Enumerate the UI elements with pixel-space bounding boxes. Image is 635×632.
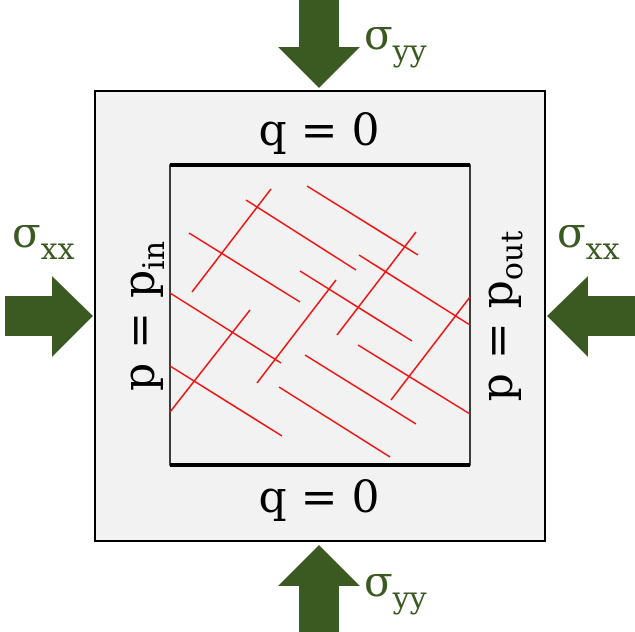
fracture [169, 309, 251, 413]
sigma-yy-top-label: σyy [364, 10, 427, 69]
fracture [169, 292, 282, 364]
right-boundary-label: p = pout [472, 231, 530, 402]
sigma-yy-subscript: yy [392, 581, 427, 616]
fracture [188, 232, 301, 303]
left-load-arrow [5, 276, 93, 357]
bottom-boundary-label: q = 0 [259, 472, 380, 523]
fracture [358, 254, 471, 326]
inner-domain [169, 164, 471, 466]
sigma-symbol: σ [364, 557, 393, 606]
sigma-xx-subscript: xx [41, 232, 75, 267]
sigma-yy-bottom-label: σyy [364, 557, 427, 616]
left-boundary-text: p = [114, 298, 165, 391]
sigma-symbol: σ [557, 208, 586, 257]
right-boundary-text: p = [472, 308, 523, 401]
fracture [336, 231, 417, 336]
fracture [304, 354, 417, 425]
fracture [245, 199, 357, 271]
fracture [278, 386, 391, 458]
fracture [390, 296, 471, 401]
fracture [256, 279, 337, 384]
sigma-yy-subscript: yy [392, 34, 427, 69]
right-load-arrow [547, 276, 635, 357]
sigma-symbol: σ [12, 208, 41, 257]
fracture-network [169, 185, 471, 458]
p-symbol: p [472, 280, 523, 308]
fracture [169, 365, 283, 437]
sigma-xx-left-label: σxx [12, 208, 75, 267]
bottom-load-arrow [278, 545, 360, 632]
fracture [299, 270, 413, 342]
left-boundary-label: p = pin [114, 241, 172, 391]
left-boundary-subscript: in [137, 241, 172, 270]
sigma-xx-right-label: σxx [557, 208, 620, 267]
fracture [191, 188, 272, 293]
fracture [306, 185, 419, 256]
right-boundary-subscript: out [495, 231, 530, 280]
fracture [357, 344, 471, 415]
p-symbol: p [114, 270, 165, 298]
top-boundary-label: q = 0 [259, 105, 380, 156]
sigma-xx-subscript: xx [586, 232, 620, 267]
top-load-arrow [278, 0, 360, 88]
sigma-symbol: σ [364, 10, 393, 59]
